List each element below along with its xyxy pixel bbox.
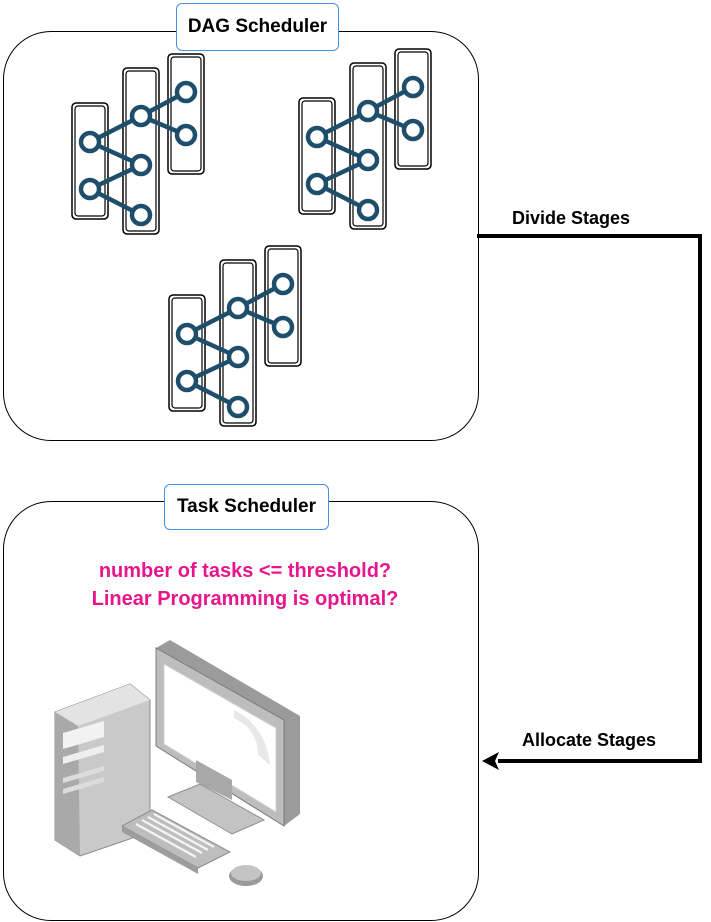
linear-programming-question: Linear Programming is optimal? xyxy=(91,588,399,610)
stage-flow-connector xyxy=(477,234,702,770)
arrowhead-icon xyxy=(482,752,499,770)
dag-graph-icon xyxy=(72,54,204,234)
dag-scheduler-title: DAG Scheduler xyxy=(176,3,339,51)
divide-stages-label: Divide Stages xyxy=(512,208,631,228)
threshold-question: number of tasks <= threshold? xyxy=(98,560,392,582)
desktop-computer-icon xyxy=(54,640,300,886)
dag-graph-icon xyxy=(299,49,431,229)
allocate-stages-label: Allocate Stages xyxy=(522,730,657,750)
task-scheduler-title: Task Scheduler xyxy=(164,484,329,530)
dag-graph-icon xyxy=(169,246,301,426)
